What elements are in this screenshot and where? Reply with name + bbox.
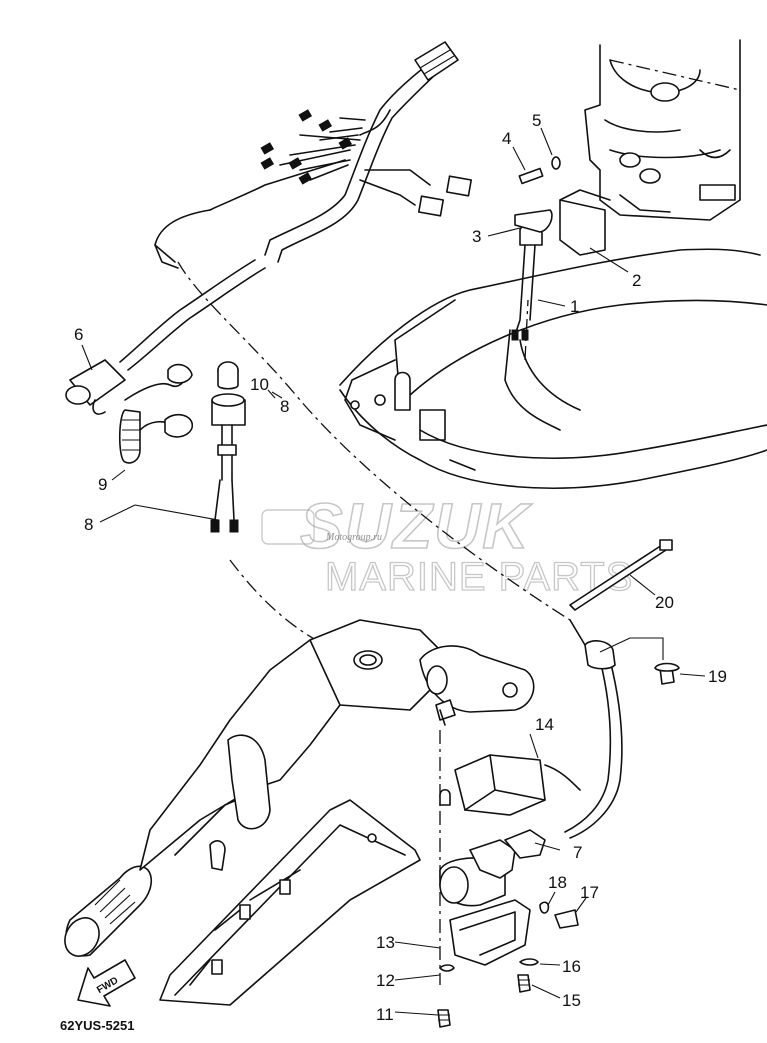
- top-small-parts: [511, 156, 611, 341]
- watermark: SUZUK MARINE PARTS Motogroup.ru: [261, 489, 633, 600]
- leader-lines: [81, 127, 706, 1016]
- callout-7: 7: [573, 843, 582, 862]
- lower-bracket: [159, 799, 421, 1006]
- cable-6: [65, 259, 266, 415]
- cable-tie: [569, 539, 673, 611]
- callout-10: 10: [250, 375, 269, 394]
- callout-8b: 8: [84, 515, 93, 534]
- callout-13: 13: [376, 933, 395, 952]
- callout-2: 2: [632, 271, 641, 290]
- callouts: 1 2 3 4 5 6 7 8 8 9 10 11 12 13 14 15 16…: [74, 111, 727, 1024]
- tiller-handle: [64, 619, 535, 957]
- callout-5: 5: [532, 111, 541, 130]
- callout-11: 11: [376, 1005, 394, 1024]
- diagram-code: 62YUS-5251: [60, 1018, 134, 1033]
- callout-17: 17: [580, 883, 599, 902]
- callout-16: 16: [562, 957, 581, 976]
- main-switch: [437, 619, 680, 1028]
- harness-terminals: [260, 109, 353, 185]
- wire-harness: [154, 41, 473, 269]
- callout-9: 9: [98, 475, 107, 494]
- callout-1: 1: [570, 297, 579, 316]
- callout-8a: 8: [280, 397, 289, 416]
- bottom-cowling: [339, 248, 767, 489]
- fwd-arrow: FWD: [77, 959, 136, 1007]
- callout-19: 19: [708, 667, 727, 686]
- watermark-tagline: MARINE PARTS: [325, 555, 633, 599]
- callout-6: 6: [74, 325, 83, 344]
- callout-18: 18: [548, 873, 567, 892]
- watermark-brand: SUZUK: [300, 490, 533, 562]
- callout-12: 12: [376, 971, 395, 990]
- callout-20: 20: [655, 593, 674, 612]
- callout-3: 3: [472, 227, 481, 246]
- watermark-small: Motogroup.ru: [325, 532, 382, 543]
- lanyard-clip: [118, 363, 193, 464]
- stop-switch: [210, 361, 246, 533]
- callout-14: 14: [535, 715, 554, 734]
- callout-15: 15: [562, 991, 581, 1010]
- engine-cowling: [584, 39, 741, 221]
- callout-4: 4: [502, 129, 511, 148]
